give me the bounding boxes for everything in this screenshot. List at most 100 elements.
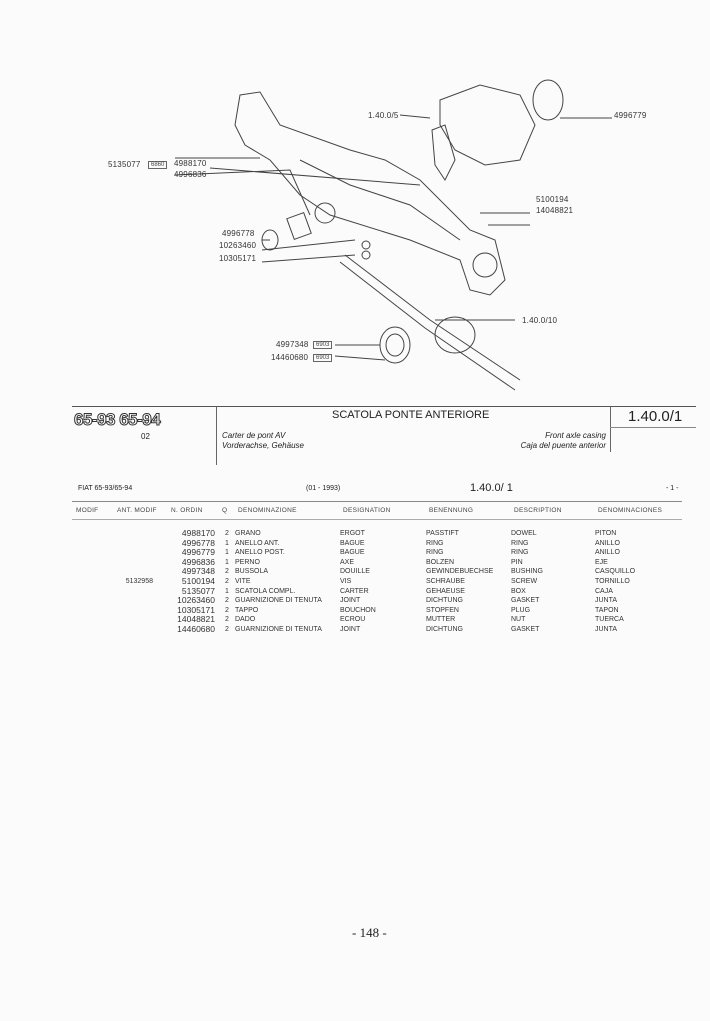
cell-denominazione: GUARNIZIONE DI TENUTA — [235, 625, 322, 633]
cell-benennung: RING — [426, 539, 444, 547]
cell-denominazione: BUSSOLA — [235, 568, 269, 576]
cell-description: RING — [511, 539, 529, 547]
cell-denominazione: ANELLO ANT. — [235, 539, 280, 547]
part-box: 6860 — [148, 161, 168, 169]
col-ant-modif: ANT. MODIF — [117, 507, 157, 514]
cell-designation: BAGUE — [340, 539, 365, 547]
cell-description: RING — [511, 549, 529, 557]
cell-q: 2 — [225, 616, 229, 624]
cell-ant-modif — [117, 587, 157, 597]
cell-ant-modif — [117, 596, 157, 606]
cell-description: PLUG — [511, 606, 531, 614]
cell-ant-modif — [117, 606, 157, 616]
cell-benennung: GEHAEUSE — [426, 587, 465, 595]
cell-q: 2 — [225, 568, 229, 576]
col-q: Q — [222, 507, 228, 514]
cell-modif — [72, 596, 117, 606]
cell-n-ordin: 5135077 — [181, 585, 215, 596]
axle-drawing — [174, 79, 612, 391]
cell-designation: BAGUE — [340, 549, 365, 557]
cell-n-ordin: 14048821 — [177, 614, 215, 625]
cell-n-ordin: 4988170 — [181, 528, 215, 538]
cell-denominazione: VITE — [235, 577, 251, 585]
cell-designation: ERGOT — [340, 530, 365, 537]
part-box: 6903 — [313, 354, 333, 362]
cell-ant-modif — [117, 615, 157, 625]
part-label: 4997348 — [276, 340, 309, 349]
cell-denominaciones: ANILLO — [595, 549, 620, 557]
cell-denominaciones: TORNILLO — [595, 577, 630, 585]
cell-q: 2 — [225, 625, 229, 633]
cell-denominaciones: CASQUILLO — [595, 568, 636, 576]
cell-denominazione: GUARNIZIONE DI TENUTA — [235, 597, 322, 605]
cell-designation: JOINT — [340, 597, 361, 605]
cell-benennung: GEWINDEBUECHSE — [426, 568, 494, 576]
title-en: Front axle casing — [545, 431, 606, 440]
cell-modif — [72, 625, 117, 635]
cell-ant-modif — [117, 625, 157, 635]
model-badges: 65-93 65-94 — [73, 410, 161, 430]
cell-description: PIN — [511, 558, 523, 566]
sub-page: - 1 - — [666, 485, 679, 492]
ref-number: 1.40.0/1 — [628, 408, 683, 425]
cell-n-ordin: 4996778 — [181, 537, 215, 548]
model-name: FIAT 65-93/65-94 — [78, 485, 133, 492]
page-number: - 148 - — [352, 925, 387, 940]
cell-description: BUSHING — [511, 568, 543, 576]
cell-modif — [72, 558, 117, 568]
part-label: 4988170 — [174, 159, 207, 168]
cell-description: SCREW — [511, 577, 538, 585]
cell-n-ordin: 5100194 — [181, 575, 215, 586]
cell-denominaciones: EJE — [595, 558, 608, 566]
col-description: DESCRIPTION — [514, 507, 562, 514]
cell-denominaciones: CAJA — [595, 587, 613, 595]
cell-benennung: RING — [426, 549, 444, 557]
cell-designation: DOUILLE — [340, 568, 370, 576]
part-box: 6903 — [313, 341, 333, 349]
ref-label: 1.40.0/10 — [522, 316, 558, 325]
cell-ant-modif — [117, 558, 157, 568]
cell-modif — [72, 548, 117, 558]
cell-q: 1 — [225, 549, 229, 557]
cell-modif — [72, 587, 117, 597]
cell-ant-modif: 5132958 — [125, 577, 153, 585]
cell-description: GASKET — [511, 625, 540, 633]
cell-modif — [72, 606, 117, 616]
cell-description: GASKET — [511, 597, 540, 605]
cell-denominazione: TAPPO — [235, 606, 259, 614]
title-de: Vorderachse, Gehäuse — [222, 441, 304, 450]
page-title: SCATOLA PONTE ANTERIORE — [332, 409, 490, 421]
part-label: 4996779 — [614, 111, 647, 120]
cell-q: 2 — [225, 597, 229, 605]
cell-denominaciones: TUERCA — [595, 616, 624, 624]
cell-n-ordin: 4996836 — [181, 556, 215, 567]
part-label: 14048821 — [536, 206, 574, 215]
part-label: 14460680 — [271, 353, 309, 362]
part-label: 4996836 — [174, 170, 207, 179]
cell-benennung: BOLZEN — [426, 558, 455, 566]
cell-q: 2 — [225, 577, 229, 585]
cell-designation: VIS — [340, 577, 352, 585]
cell-denominazione: ANELLO POST. — [235, 549, 285, 557]
cell-benennung: DICHTUNG — [426, 597, 463, 605]
cell-denominaciones: ANILLO — [595, 539, 620, 547]
cell-n-ordin: 10305171 — [177, 604, 215, 615]
cell-modif — [72, 615, 117, 625]
cell-benennung: STOPFEN — [426, 606, 459, 614]
cell-designation: JOINT — [340, 625, 361, 633]
part-label: 5135077 — [108, 160, 141, 169]
cell-modif — [72, 577, 117, 587]
title-fr: Carter de pont AV — [222, 431, 286, 440]
col-modif: MODIF — [76, 507, 99, 514]
cell-modif — [72, 567, 117, 577]
cell-denominazione: GRANO — [235, 530, 261, 537]
